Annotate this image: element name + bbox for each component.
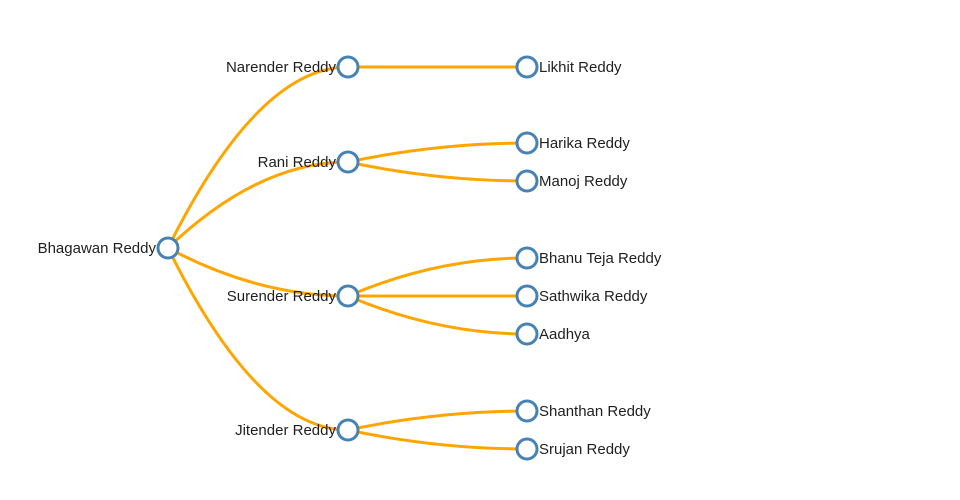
node-label-shanthan: Shanthan Reddy bbox=[539, 403, 651, 420]
node-circle-likhit[interactable] bbox=[515, 55, 539, 79]
node-label-narender: Narender Reddy bbox=[226, 59, 337, 76]
node-label-likhit: Likhit Reddy bbox=[539, 59, 622, 76]
tree-node-aadhya[interactable]: Aadhya bbox=[515, 322, 591, 346]
node-label-rani: Rani Reddy bbox=[258, 154, 337, 171]
node-label-sathwika: Sathwika Reddy bbox=[539, 288, 648, 305]
node-label-bhanu: Bhanu Teja Reddy bbox=[539, 250, 662, 267]
tree-node-surender[interactable]: Surender Reddy bbox=[227, 284, 360, 308]
link-bhagawan-jitender bbox=[166, 247, 349, 432]
node-circle-shanthan[interactable] bbox=[515, 399, 539, 423]
link-bhagawan-surender bbox=[167, 246, 349, 298]
node-circle-rani[interactable] bbox=[336, 150, 360, 174]
node-circle-srujan[interactable] bbox=[515, 437, 539, 461]
node-circle-sathwika[interactable] bbox=[515, 284, 539, 308]
link-surender-bhanu bbox=[347, 256, 528, 298]
link-jitender-srujan bbox=[347, 428, 528, 451]
node-circle-bhanu[interactable] bbox=[515, 246, 539, 270]
tree-node-narender[interactable]: Narender Reddy bbox=[226, 55, 360, 79]
link-rani-harika bbox=[347, 141, 528, 164]
node-label-harika: Harika Reddy bbox=[539, 135, 630, 152]
tree-node-sathwika[interactable]: Sathwika Reddy bbox=[515, 284, 648, 308]
node-circle-aadhya[interactable] bbox=[515, 322, 539, 346]
node-label-bhagawan: Bhagawan Reddy bbox=[38, 240, 157, 257]
tree-node-manoj[interactable]: Manoj Reddy bbox=[515, 169, 628, 193]
tree-node-bhagawan[interactable]: Bhagawan Reddy bbox=[38, 236, 180, 260]
node-label-manoj: Manoj Reddy bbox=[539, 173, 628, 190]
tree-node-jitender[interactable]: Jitender Reddy bbox=[235, 418, 360, 442]
link-bhagawan-rani bbox=[166, 160, 349, 250]
tree-node-harika[interactable]: Harika Reddy bbox=[515, 131, 630, 155]
node-label-surender: Surender Reddy bbox=[227, 288, 337, 305]
link-surender-aadhya bbox=[347, 294, 528, 336]
node-circle-manoj[interactable] bbox=[515, 169, 539, 193]
node-circle-narender[interactable] bbox=[336, 55, 360, 79]
tree-node-rani[interactable]: Rani Reddy bbox=[258, 150, 360, 174]
node-circle-harika[interactable] bbox=[515, 131, 539, 155]
tree-links bbox=[166, 65, 528, 451]
node-circle-jitender[interactable] bbox=[336, 418, 360, 442]
tree-node-bhanu[interactable]: Bhanu Teja Reddy bbox=[515, 246, 662, 270]
node-circle-bhagawan[interactable] bbox=[156, 236, 180, 260]
node-label-jitender: Jitender Reddy bbox=[235, 422, 336, 439]
link-bhagawan-narender bbox=[166, 65, 349, 249]
node-circle-surender[interactable] bbox=[336, 284, 360, 308]
tree-nodes: Bhagawan Reddy Narender Reddy Rani Reddy… bbox=[38, 55, 662, 461]
node-label-srujan: Srujan Reddy bbox=[539, 441, 630, 458]
tree-node-srujan[interactable]: Srujan Reddy bbox=[515, 437, 630, 461]
tree-node-shanthan[interactable]: Shanthan Reddy bbox=[515, 399, 651, 423]
node-label-aadhya: Aadhya bbox=[539, 326, 591, 343]
link-jitender-shanthan bbox=[347, 409, 528, 432]
link-rani-manoj bbox=[347, 160, 528, 183]
tree-node-likhit[interactable]: Likhit Reddy bbox=[515, 55, 622, 79]
